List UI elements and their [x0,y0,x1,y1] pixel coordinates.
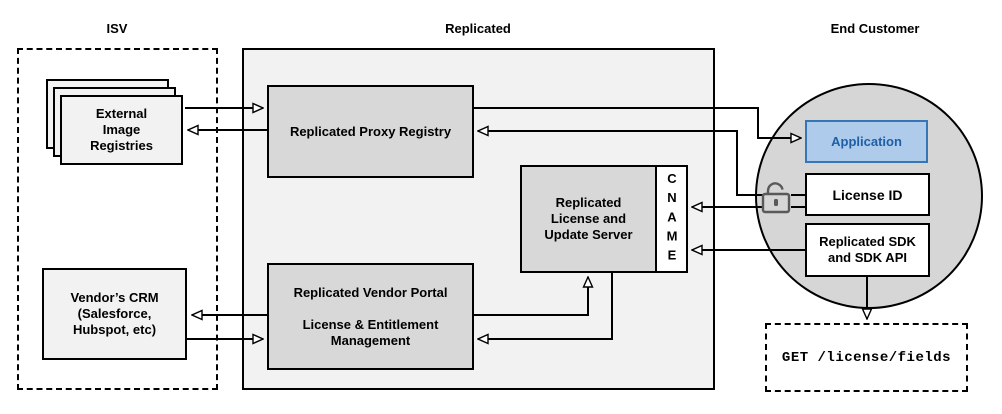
isv-container [17,48,218,390]
replicated-vendor-portal-node: Replicated Vendor Portal License & Entit… [267,263,474,370]
replicated-sdk-node: Replicated SDK and SDK API [805,223,930,277]
license-id-node: License ID [805,173,930,216]
section-label-end-customer: End Customer [830,21,920,36]
replicated-license-update-server-node: Replicated License and Update Server [520,165,657,273]
replicated-proxy-registry-node: Replicated Proxy Registry [267,85,474,178]
cname-node: CNAME [655,165,688,273]
vendors-crm-node: Vendor’s CRM (Salesforce, Hubspot, etc) [42,268,187,360]
get-license-fields-endpoint: GET /license/fields [765,323,968,392]
external-image-registries-node: External Image Registries [60,95,183,165]
application-node: Application [805,120,928,163]
section-label-replicated: Replicated [445,21,511,36]
section-label-isv: ISV [106,21,128,36]
